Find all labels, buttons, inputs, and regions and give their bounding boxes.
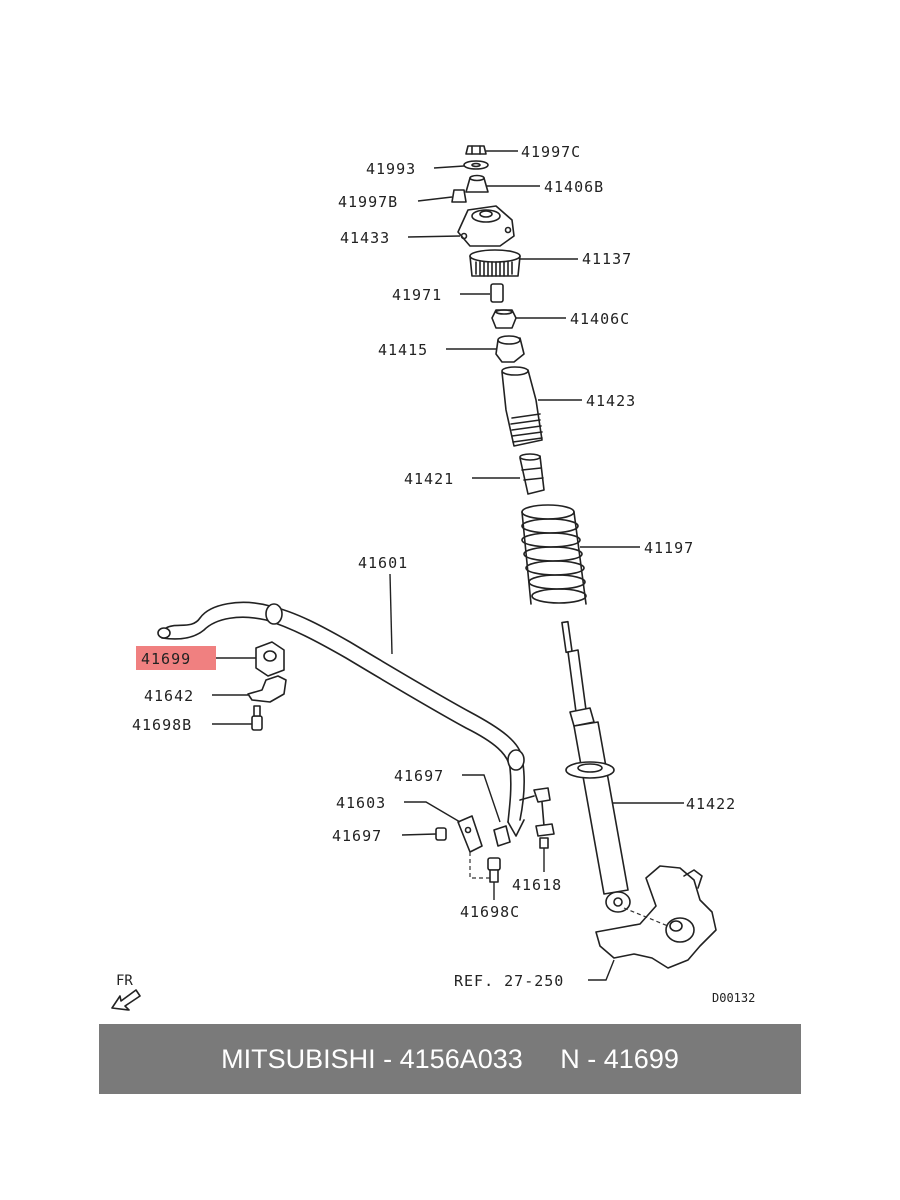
label-41697-lower: 41697	[332, 827, 382, 845]
label-41423: 41423	[586, 392, 636, 410]
label-41415: 41415	[378, 341, 428, 359]
top-nut-part	[465, 145, 487, 155]
label-41993: 41993	[366, 160, 416, 178]
label-41698b: 41698B	[132, 716, 192, 734]
label-41642: 41642	[144, 687, 194, 705]
label-41137: 41137	[582, 250, 632, 268]
stabilizer-link-part	[519, 787, 555, 849]
label-41603: 41603	[336, 794, 386, 812]
part-info-text: MITSUBISHI - 4156A033 N - 41699	[221, 1043, 679, 1074]
label-41997b: 41997B	[338, 193, 398, 211]
bump-stop-part	[519, 453, 545, 495]
label-41699: 41699	[141, 650, 191, 668]
label-ref-27-250: REF. 27-250	[454, 972, 564, 990]
coil-spring-part	[521, 504, 587, 605]
part-info-bar: MITSUBISHI - 4156A033 N - 41699	[99, 1024, 801, 1094]
bracket-bolt-part	[251, 705, 263, 731]
steering-knuckle-part	[595, 865, 717, 969]
label-41406c: 41406C	[570, 310, 630, 328]
washer-part	[463, 160, 489, 170]
direction-label: FR	[116, 973, 133, 989]
stabilizer-bushing-part	[255, 641, 285, 677]
label-41697-upper: 41697	[394, 767, 444, 785]
shock-absorber-part	[561, 620, 631, 913]
stabilizer-link-bracket-part	[435, 815, 511, 853]
label-41971: 41971	[392, 286, 442, 304]
label-41421: 41421	[404, 470, 454, 488]
label-41197: 41197	[644, 539, 694, 557]
label-41406b: 41406B	[544, 178, 604, 196]
lower-bushing-part	[491, 309, 517, 329]
link-bolt-part	[469, 852, 501, 883]
stabilizer-bracket-part	[247, 675, 287, 703]
collar-part	[490, 283, 504, 303]
leader-lines	[212, 150, 684, 981]
drawing-code: D00132	[712, 991, 755, 1005]
spring-seat-part	[495, 335, 525, 363]
label-41433: 41433	[340, 229, 390, 247]
dust-cover-part	[501, 366, 543, 447]
stabilizer-bar-part	[157, 601, 525, 837]
mount-nut-part	[451, 189, 467, 203]
label-41698c: 41698C	[460, 903, 520, 921]
label-41422: 41422	[686, 795, 736, 813]
strut-mount-part	[457, 205, 515, 247]
highlight-box	[136, 646, 216, 670]
label-41997c: 41997C	[521, 143, 581, 161]
label-41618: 41618	[512, 876, 562, 894]
label-41601: 41601	[358, 554, 408, 572]
upper-bushing-part	[465, 174, 489, 193]
front-arrow-icon	[111, 989, 141, 1011]
bearing-part	[469, 249, 521, 277]
